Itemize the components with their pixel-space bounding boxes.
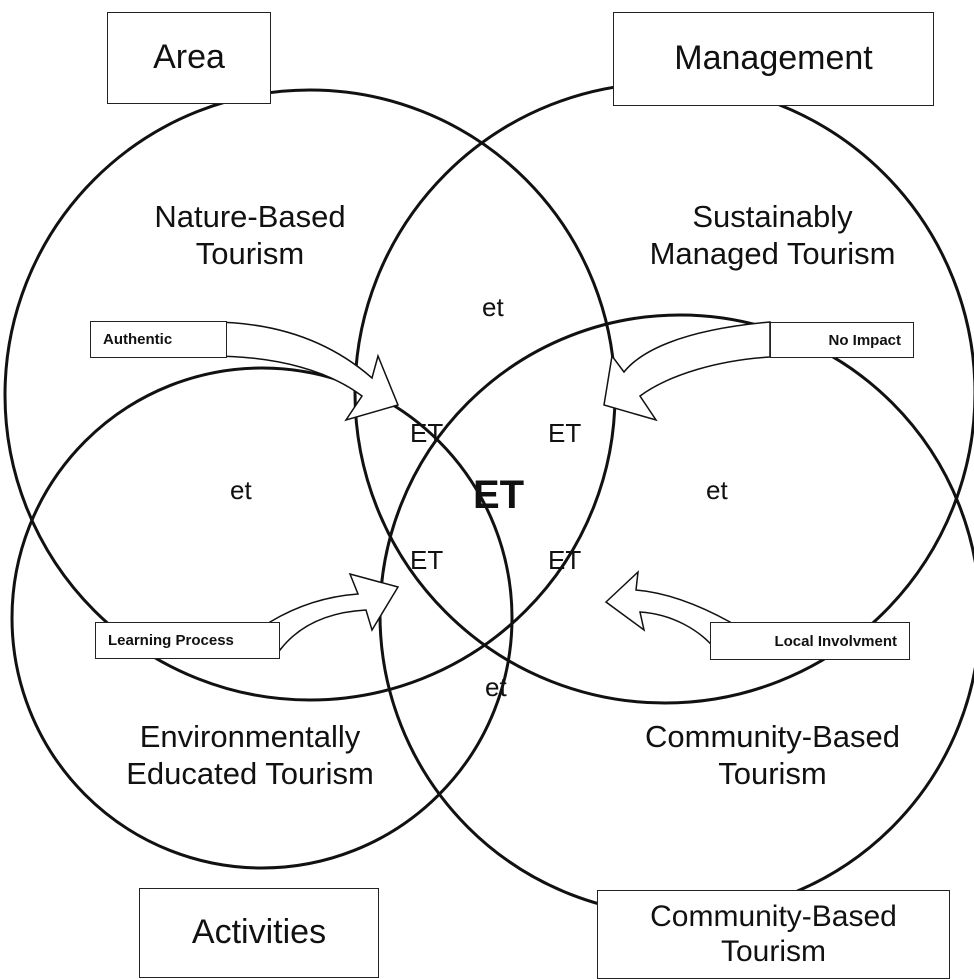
overlap-top-et: et (482, 292, 504, 322)
environmentally-educated-tourism-label: Environmentally Educated Tourism (126, 719, 374, 792)
overlap-lower-left-ET: ET (410, 545, 444, 575)
nature-based-tourism-label: Nature-Based Tourism (154, 199, 346, 272)
community-based-tourism-label: Community-Based Tourism (645, 719, 900, 792)
overlap-left-et: et (230, 475, 252, 505)
circle-environmentally-educated (10, 366, 514, 870)
authentic-tag: Authentic (90, 321, 227, 358)
local-involvement-tag: Local Involvment (710, 622, 910, 660)
overlap-bottom-et: et (485, 672, 507, 702)
arrow-local-involvement (604, 570, 731, 652)
overlap-right-et: et (706, 475, 728, 505)
overlap-upper-right-ET: ET (548, 418, 582, 448)
learning-process-tag: Learning Process (95, 622, 280, 659)
area-box: Area (107, 12, 271, 104)
arrow-learning-process (269, 572, 400, 652)
overlap-upper-left-ET: ET (410, 418, 444, 448)
activities-box: Activities (139, 888, 379, 978)
community-based-tourism-box: Community-Based Tourism (597, 890, 950, 979)
arrow-no-impact (603, 321, 771, 422)
no-impact-tag: No Impact (770, 322, 914, 358)
sustainably-managed-tourism-label: Sustainably Managed Tourism (649, 199, 896, 272)
overlap-lower-right-ET: ET (548, 545, 582, 575)
management-box: Management (613, 12, 934, 106)
core-ET: ET (473, 473, 525, 517)
arrow-authentic (209, 321, 400, 422)
